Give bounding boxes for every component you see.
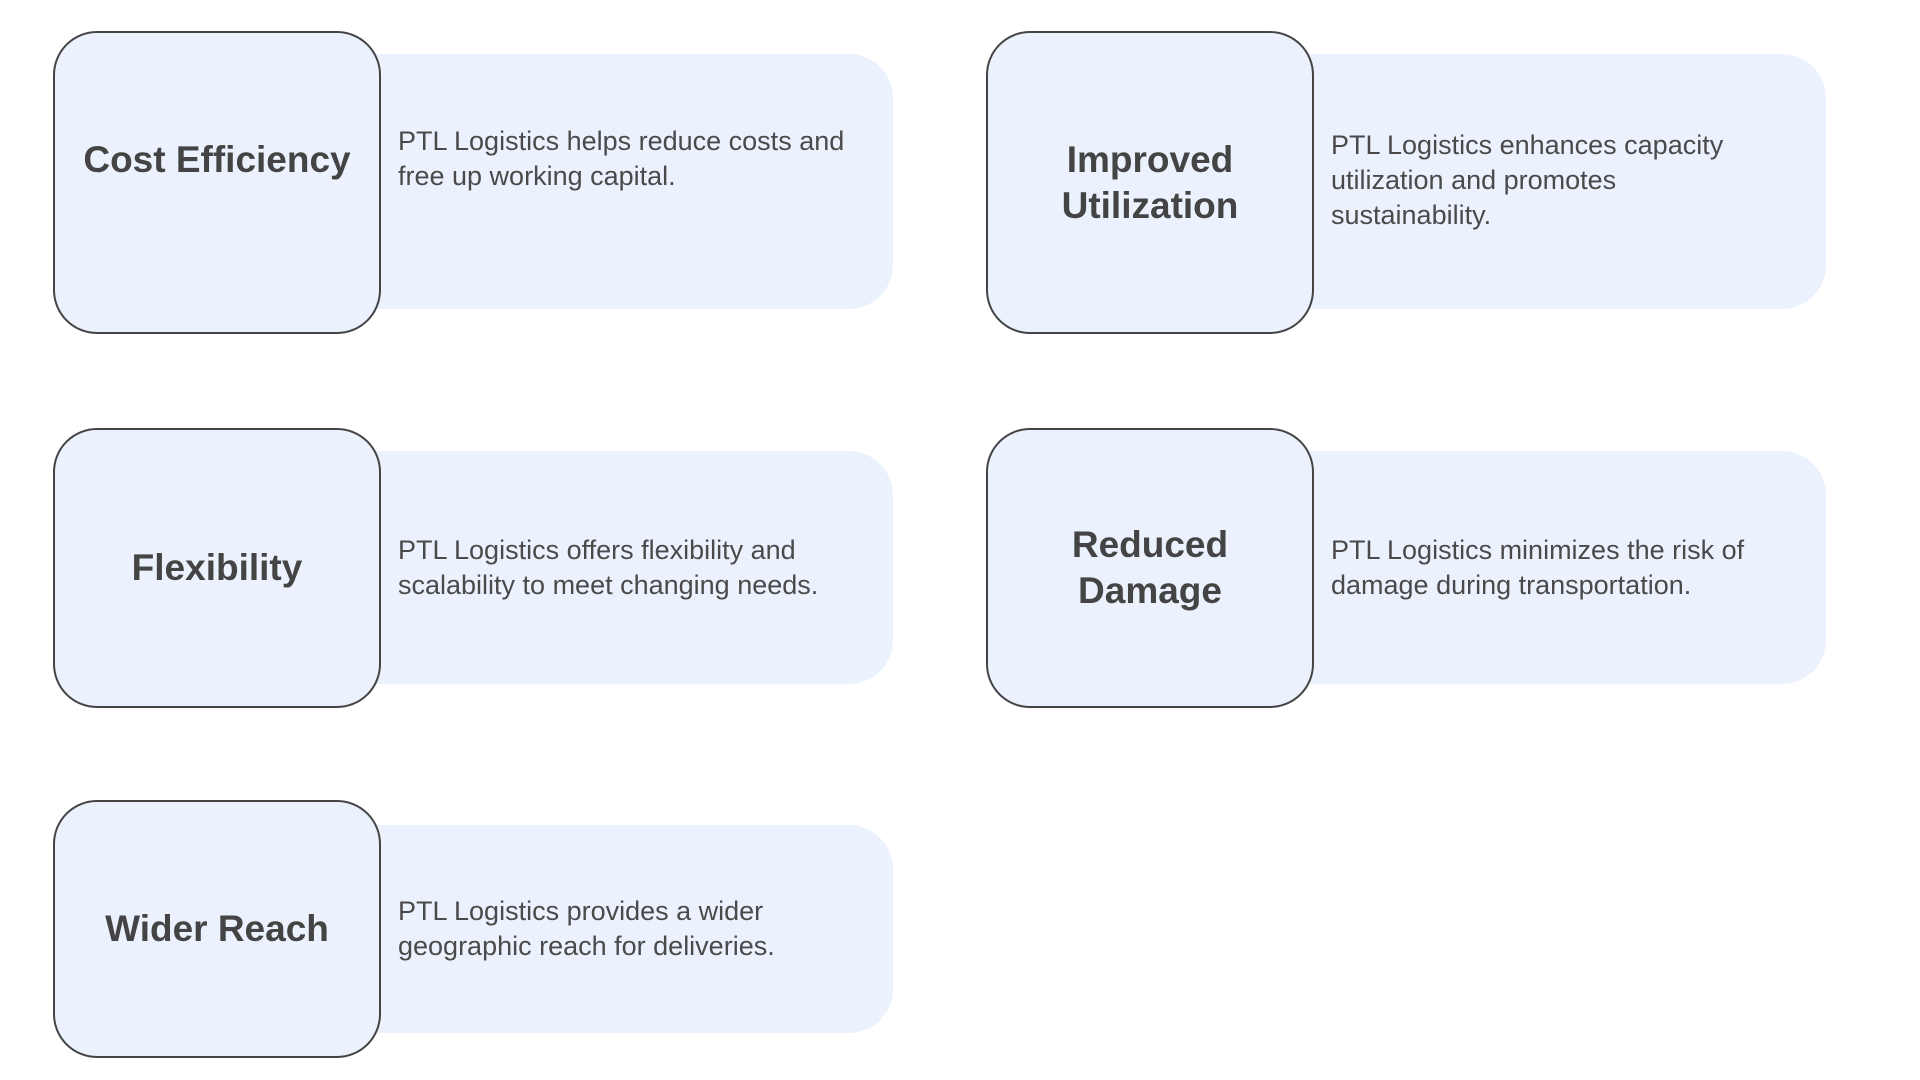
- title-box-wider-reach: Wider Reach: [53, 800, 381, 1058]
- title-box-cost-efficiency: Cost Efficiency: [53, 31, 381, 334]
- title-text: Flexibility: [131, 547, 303, 588]
- title-text: Reduced Damage: [1071, 524, 1229, 611]
- description-text: PTL Logistics provides a wider geographi…: [398, 896, 775, 961]
- title-box-reduced-damage: Reduced Damage: [986, 428, 1314, 708]
- title-text: Cost Efficiency: [83, 139, 351, 180]
- description-text: PTL Logistics minimizes the risk of dama…: [1331, 534, 1745, 600]
- title-box-flexibility: Flexibility: [53, 428, 381, 708]
- title-text: Wider Reach: [105, 908, 329, 949]
- description-panel-wider-reach: PTL Logistics provides a wider geographi…: [370, 825, 893, 1033]
- description-panel-reduced-damage: PTL Logistics minimizes the risk of dama…: [1303, 451, 1826, 684]
- description-panel-improved-utilization: PTL Logistics enhances capacity utilizat…: [1303, 54, 1826, 309]
- description-text: PTL Logistics offers flexibility and sca…: [398, 534, 819, 600]
- description-text: PTL Logistics helps reduce costs and fre…: [398, 126, 845, 191]
- description-text: PTL Logistics enhances capacity utilizat…: [1331, 130, 1724, 230]
- description-panel-flexibility: PTL Logistics offers flexibility and sca…: [370, 451, 893, 684]
- title-box-improved-utilization: Improved Utilization: [986, 31, 1314, 334]
- description-panel-cost-efficiency: PTL Logistics helps reduce costs and fre…: [370, 54, 893, 309]
- title-text: Improved Utilization: [1061, 139, 1239, 226]
